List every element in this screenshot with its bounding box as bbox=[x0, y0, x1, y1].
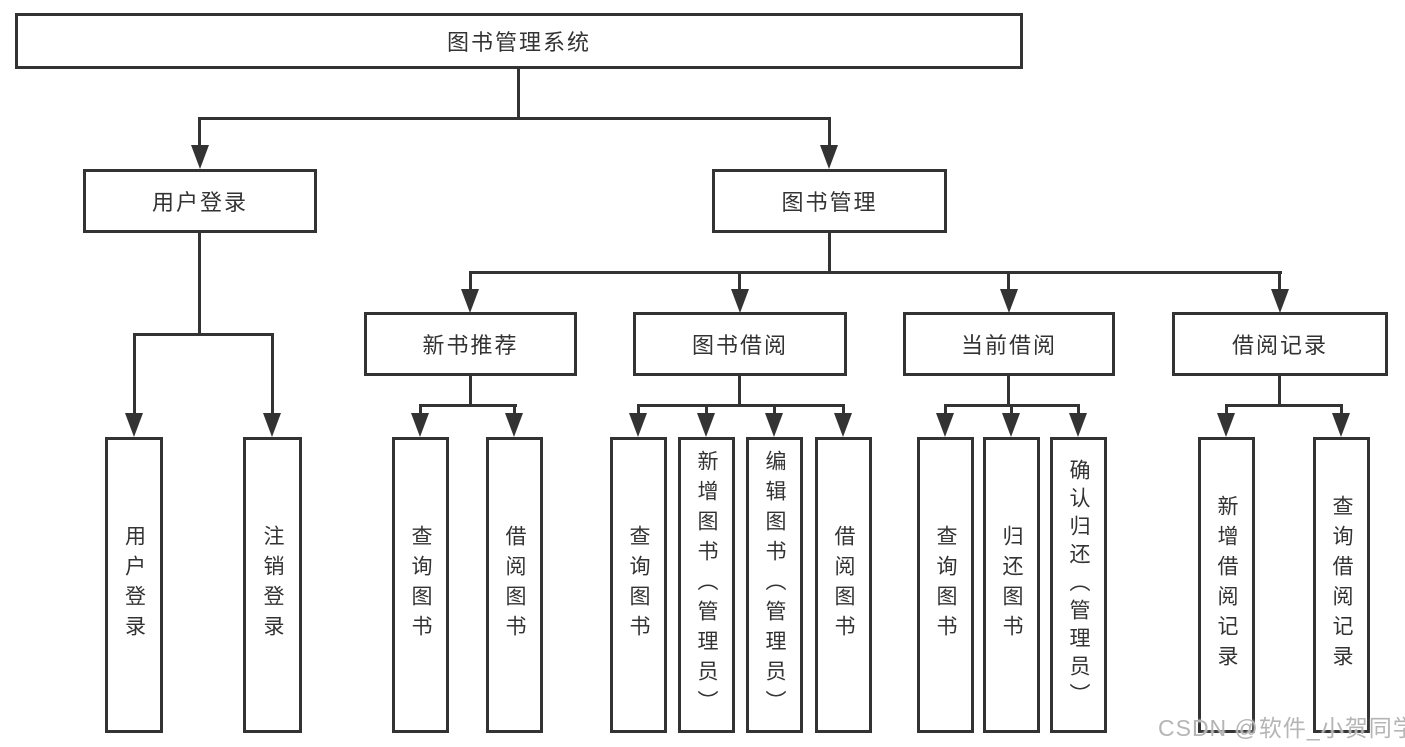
connector-current-borrow-stem bbox=[1007, 376, 1010, 406]
connector-drop-book-management bbox=[828, 117, 831, 149]
node-book-management-label: 图书管理 bbox=[781, 190, 878, 215]
leaf-user-login: 用户登录 bbox=[105, 437, 163, 733]
arrow-down-icon bbox=[1069, 413, 1087, 437]
connector-book-management-branch bbox=[469, 271, 1282, 274]
node-root: 图书管理系统 bbox=[15, 13, 1023, 69]
watermark: CSDN @软件_小贺同学 bbox=[1158, 715, 1405, 741]
leaf-nbr-query-book: 查询图书 bbox=[392, 437, 449, 733]
connector-drop-user-login bbox=[198, 117, 201, 149]
leaf-br-query-record: 查询借阅记录 bbox=[1313, 437, 1370, 733]
leaf-bb-edit-book: 编辑图书（管理员） bbox=[746, 437, 803, 733]
leaf-bb-borrow-book: 借阅图书 bbox=[815, 437, 872, 733]
connector-drop-leaf bbox=[773, 404, 776, 416]
arrow-down-icon bbox=[629, 413, 647, 437]
connector-drop-borrow-record bbox=[1278, 271, 1281, 293]
arrow-down-icon bbox=[697, 413, 715, 437]
node-user-login: 用户登录 bbox=[83, 169, 317, 233]
leaf-logout-label: 注销登录 bbox=[261, 525, 284, 645]
arrow-down-icon bbox=[191, 145, 209, 169]
node-book-borrow: 图书借阅 bbox=[633, 312, 847, 376]
arrow-down-icon bbox=[411, 413, 429, 437]
connector-drop-leaf bbox=[1077, 404, 1080, 416]
connector-drop-leaf bbox=[705, 404, 708, 416]
connector-drop-leaf bbox=[419, 404, 422, 416]
node-new-book-recommend: 新书推荐 bbox=[364, 312, 577, 376]
connector-borrow-record-branch bbox=[1225, 404, 1343, 407]
connector-drop-leaf bbox=[842, 404, 845, 416]
leaf-cb-query-book-label: 查询图书 bbox=[934, 525, 957, 645]
arrow-down-icon bbox=[1332, 413, 1350, 437]
arrow-down-icon bbox=[125, 413, 143, 437]
arrow-down-icon bbox=[731, 289, 749, 313]
leaf-cb-confirm-return-label: 确认归还（管理员） bbox=[1067, 459, 1090, 711]
connector-borrow-record-stem bbox=[1278, 376, 1281, 406]
leaf-nbr-query-book-label: 查询图书 bbox=[409, 525, 432, 645]
leaf-br-query-record-label: 查询借阅记录 bbox=[1330, 495, 1353, 675]
node-current-borrow-label: 当前借阅 bbox=[960, 333, 1057, 358]
connector-drop-new-book-recommend bbox=[469, 271, 472, 293]
arrow-down-icon bbox=[505, 413, 523, 437]
arrow-down-icon bbox=[1000, 289, 1018, 313]
leaf-cb-query-book: 查询图书 bbox=[917, 437, 974, 733]
arrow-down-icon bbox=[263, 413, 281, 437]
arrow-down-icon bbox=[461, 289, 479, 313]
connector-drop-leaf bbox=[1010, 404, 1013, 416]
leaf-user-login-label: 用户登录 bbox=[122, 525, 146, 645]
connector-new-book-recommend-branch bbox=[419, 404, 517, 407]
leaf-bb-add-book: 新增图书（管理员） bbox=[678, 437, 735, 733]
connector-root-stem bbox=[517, 69, 520, 119]
connector-drop-book-borrow bbox=[738, 271, 741, 293]
connector-book-borrow-stem bbox=[738, 376, 741, 406]
arrow-down-icon bbox=[936, 413, 954, 437]
node-user-login-label: 用户登录 bbox=[151, 190, 248, 215]
connector-root-branch bbox=[198, 117, 831, 120]
leaf-bb-query-book: 查询图书 bbox=[610, 437, 667, 733]
leaf-bb-borrow-book-label: 借阅图书 bbox=[832, 525, 855, 645]
leaf-nbr-borrow-book: 借阅图书 bbox=[486, 437, 543, 733]
connector-book-borrow-branch bbox=[637, 404, 845, 407]
leaf-bb-edit-book-label: 编辑图书（管理员） bbox=[763, 450, 786, 720]
leaf-bb-query-book-label: 查询图书 bbox=[627, 525, 650, 645]
arrow-down-icon bbox=[820, 145, 838, 169]
connector-drop-current-borrow bbox=[1007, 271, 1010, 293]
leaf-cb-return-book: 归还图书 bbox=[983, 437, 1040, 733]
arrow-down-icon bbox=[765, 413, 783, 437]
arrow-down-icon bbox=[834, 413, 852, 437]
leaf-br-add-record: 新增借阅记录 bbox=[1198, 437, 1255, 733]
node-book-borrow-label: 图书借阅 bbox=[691, 333, 788, 358]
arrow-down-icon bbox=[1271, 289, 1289, 313]
connector-drop-leaf bbox=[1340, 404, 1343, 416]
connector-drop-logout-leaf bbox=[271, 333, 274, 419]
connector-user-login-stem bbox=[198, 233, 201, 335]
leaf-br-add-record-label: 新增借阅记录 bbox=[1215, 495, 1238, 675]
node-borrow-record: 借阅记录 bbox=[1172, 312, 1388, 376]
arrow-down-icon bbox=[1217, 413, 1235, 437]
node-borrow-record-label: 借阅记录 bbox=[1231, 333, 1328, 358]
leaf-cb-confirm-return: 确认归还（管理员） bbox=[1050, 437, 1107, 733]
connector-drop-leaf bbox=[1225, 404, 1228, 416]
arrow-down-icon bbox=[1002, 413, 1020, 437]
connector-drop-leaf bbox=[944, 404, 947, 416]
leaf-nbr-borrow-book-label: 借阅图书 bbox=[503, 525, 526, 645]
node-root-label: 图书管理系统 bbox=[446, 30, 591, 55]
connector-drop-leaf bbox=[637, 404, 640, 416]
leaf-cb-return-book-label: 归还图书 bbox=[1000, 525, 1023, 645]
leaf-bb-add-book-label: 新增图书（管理员） bbox=[695, 450, 718, 720]
leaf-logout: 注销登录 bbox=[243, 437, 302, 733]
node-book-management: 图书管理 bbox=[712, 169, 947, 233]
node-current-borrow: 当前借阅 bbox=[903, 312, 1115, 376]
connector-drop-leaf bbox=[513, 404, 516, 416]
connector-user-login-branch bbox=[133, 333, 274, 336]
connector-new-book-recommend-stem bbox=[469, 376, 472, 406]
connector-drop-user-login-leaf bbox=[133, 333, 136, 419]
connector-book-management-stem bbox=[828, 233, 831, 273]
node-new-book-recommend-label: 新书推荐 bbox=[422, 333, 519, 358]
